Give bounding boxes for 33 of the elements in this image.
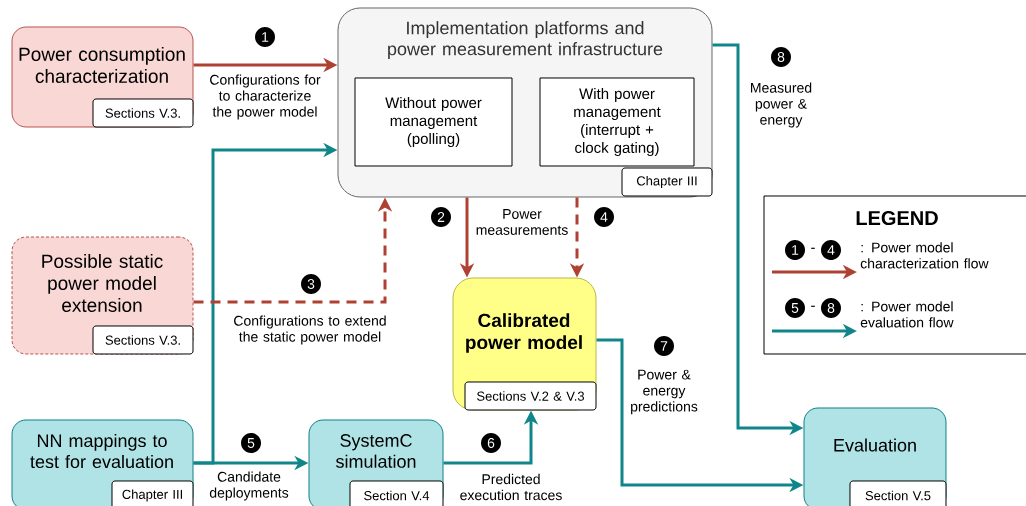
section-tag: Section V.4: [349, 480, 444, 506]
legend-text: : Power model evaluation flow: [860, 301, 954, 328]
callout-number: 1: [255, 27, 275, 47]
callout-number: 1: [785, 240, 805, 260]
legend-title: LEGEND: [856, 210, 938, 226]
edge-label: Candidate deployments: [209, 471, 289, 501]
edge-label: Power & energy predictions: [631, 369, 698, 415]
process-box: With power management (interrupt + clock gating): [539, 77, 695, 167]
callout-number: 4: [821, 240, 841, 260]
range-dash: -: [811, 305, 815, 307]
section-tag: Sections V.2 & V.3: [464, 381, 597, 411]
edge-label: Predicted execution traces: [460, 473, 562, 501]
edge-label: Power measurements: [476, 209, 568, 235]
callout-number: 4: [594, 207, 614, 227]
callout-number: 6: [481, 433, 501, 453]
callout-number: 8: [771, 47, 791, 67]
section-tag: Sections V.3.: [92, 98, 194, 128]
section-tag: Chapter III: [621, 167, 713, 197]
section-tag: Chapter III: [111, 480, 194, 506]
callout-number: 8: [821, 298, 841, 318]
callout-number: 7: [654, 336, 674, 356]
section-tag: Section V.5: [849, 480, 947, 506]
section-tag: Sections V.3.: [92, 325, 194, 355]
edge-label: Configurations to extend the static power model: [234, 315, 386, 345]
range-dash: -: [811, 247, 815, 249]
callout-number: 5: [241, 433, 261, 453]
callout-number: 5: [785, 298, 805, 318]
legend-text: : Power model characterization flow: [860, 242, 989, 269]
edge-label: Configurations for to characterize the power model: [210, 74, 321, 120]
callout-number: 2: [431, 207, 451, 227]
callout-number: 3: [301, 274, 321, 294]
process-box: Without power management (polling): [354, 77, 513, 167]
edge-label: Measured power & energy: [751, 82, 812, 128]
